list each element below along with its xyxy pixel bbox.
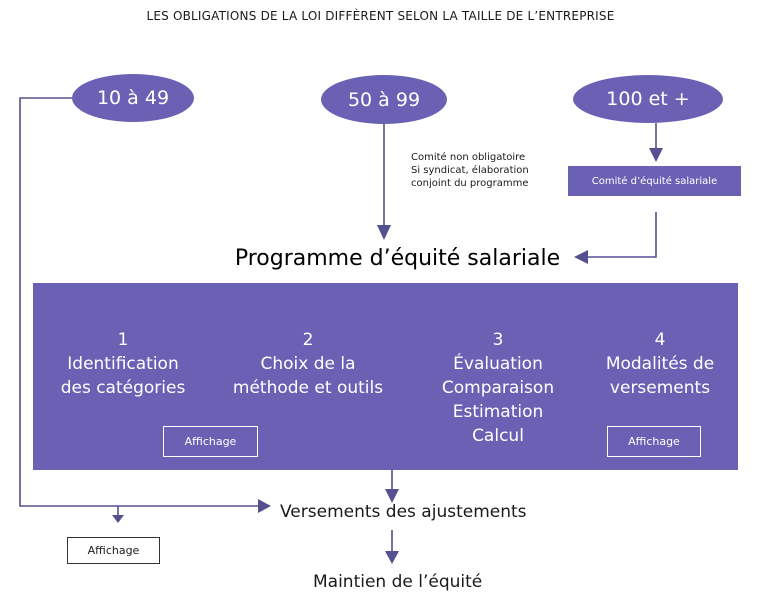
step-number: 2 [302, 330, 314, 350]
step-line: Identification [67, 354, 179, 374]
step-number: 3 [492, 330, 504, 350]
size-100-plus-oval: 100 et + [573, 75, 723, 123]
program-title: Programme d’équité salariale [234, 246, 561, 271]
step-line: Évaluation [453, 354, 543, 374]
connector-committee-to-program [588, 212, 657, 258]
note-line: Comité non obligatoire [411, 152, 526, 163]
step-line: Modalités de [605, 354, 715, 374]
arrowhead-to-program [377, 225, 391, 240]
step-1: 1 Identification des catégories [33, 328, 213, 400]
step-line: Calcul [472, 426, 524, 446]
equity-maintenance-label: Maintien de l’équité [313, 572, 483, 592]
step-line: Choix de la [260, 354, 356, 374]
step-line: Comparaison [441, 378, 555, 398]
connector-small-to-payments [19, 97, 258, 507]
posting-box-step-4: Affichage [607, 426, 701, 457]
size-50-99-oval: 50 à 99 [321, 75, 447, 124]
posting-box-small-business: Affichage [67, 537, 160, 564]
step-line: Estimation [452, 402, 544, 422]
posting-box-step-1: Affichage [163, 426, 258, 457]
step-number: 4 [654, 330, 666, 350]
arrowhead-to-committee [649, 148, 663, 162]
step-3: 3 Évaluation Comparaison Estimation Calc… [408, 328, 588, 448]
step-line: méthode et outils [232, 378, 384, 398]
arrowhead-to-bottom-posting [112, 515, 124, 523]
step-2: 2 Choix de la méthode et outils [218, 328, 398, 400]
pay-equity-committee-box: Comité d’équité salariale [568, 166, 741, 196]
step-4: 4 Modalités de versements [570, 328, 750, 400]
note-line: conjoint du programme [411, 178, 529, 189]
program-steps-panel [33, 283, 738, 470]
diagram-title: LES OBLIGATIONS DE LA LOI DIFFÈRENT SELO… [146, 9, 615, 23]
arrowhead-panel-to-payments [385, 489, 399, 503]
medium-size-note: Comité non obligatoire Si syndicat, élab… [411, 151, 529, 190]
arrowhead-payments-to-maintenance [385, 551, 399, 564]
arrowhead-committee-to-program [574, 250, 588, 264]
adjustment-payments-label: Versements des ajustements [280, 502, 527, 522]
arrowhead-to-payments [258, 499, 271, 513]
step-number: 1 [117, 330, 129, 350]
step-line: des catégories [60, 378, 186, 398]
step-line: versements [609, 378, 711, 398]
size-10-49-oval: 10 à 49 [72, 74, 194, 122]
note-line: Si syndicat, élaboration [411, 165, 529, 176]
